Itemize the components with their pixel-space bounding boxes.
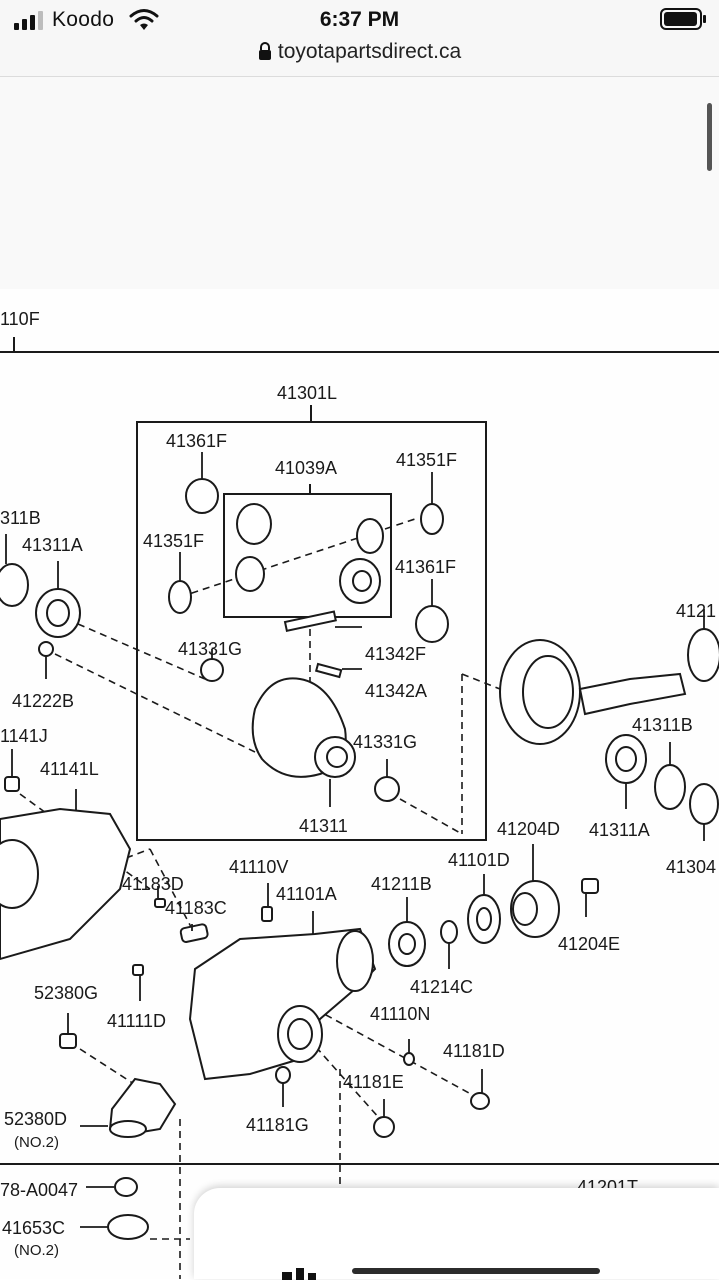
label-41331G-right: 41331G: [353, 732, 417, 752]
label-78-A0047: 78-A0047: [0, 1180, 78, 1200]
label-4121: 4121: [676, 601, 716, 621]
label-41101D: 41101D: [448, 850, 510, 870]
label-41101A: 41101A: [276, 884, 337, 904]
battery-icon: [660, 8, 706, 30]
scrollbar[interactable]: [707, 103, 712, 171]
label-311B: 311B: [0, 508, 41, 528]
parts-diagram: 110F 41301L 41361F 41039A 41351F 311B 41…: [0, 289, 719, 1279]
label-41039A: 41039A: [275, 458, 337, 478]
home-indicator[interactable]: [352, 1268, 600, 1274]
label-41110V: 41110V: [229, 857, 288, 877]
label-41361F-top: 41361F: [166, 431, 227, 451]
label-41183C: 41183C: [165, 898, 227, 918]
label-41351F-top: 41351F: [396, 450, 457, 470]
label-41110N: 41110N: [370, 1004, 430, 1024]
url-text: toyotapartsdirect.ca: [277, 40, 462, 63]
label-41304: 41304: [666, 857, 716, 877]
label-41653C: 41653C: [2, 1218, 65, 1238]
label-52380D-no2: (NO.2): [14, 1134, 59, 1151]
bottom-sheet[interactable]: [194, 1188, 719, 1279]
label-41211B: 41211B: [371, 874, 432, 894]
label-41351F-left: 41351F: [143, 531, 204, 551]
page-blank-area: [0, 77, 719, 289]
parts-diagram-drawing: 110F 41301L 41361F 41039A 41351F 311B 41…: [0, 309, 719, 1279]
label-41204E: 41204E: [558, 934, 620, 954]
carrier-name: Koodo: [52, 8, 115, 31]
label-41222B: 41222B: [12, 691, 74, 711]
status-bar: Koodo 6:37 PM toyotapartsdirect.ca: [0, 0, 719, 77]
label-110F: 110F: [0, 309, 40, 329]
label-41181D: 41181D: [443, 1041, 505, 1061]
label-41181E: 41181E: [343, 1072, 404, 1092]
label-41361F-right: 41361F: [395, 557, 456, 577]
label-41342F: 41342F: [365, 644, 426, 664]
label-41141L: 41141L: [40, 759, 99, 779]
label-41111D: 41111D: [107, 1011, 166, 1031]
label-52380G: 52380G: [34, 983, 98, 1003]
label-41214C: 41214C: [410, 977, 473, 997]
label-41311B-right: 41311B: [632, 715, 693, 735]
address-bar[interactable]: toyotapartsdirect.ca: [0, 40, 719, 64]
label-41331G-left: 41331G: [178, 639, 242, 659]
label-41342A: 41342A: [365, 681, 427, 701]
label-41311: 41311: [299, 816, 348, 836]
label-41653C-no2: (NO.2): [14, 1242, 59, 1259]
label-41204D: 41204D: [497, 819, 560, 839]
label-1141J: 1141J: [0, 726, 48, 746]
label-52380D: 52380D: [4, 1109, 67, 1129]
partial-heading-glyph: [282, 1268, 316, 1280]
wifi-icon: [129, 9, 159, 30]
label-41311A-right: 41311A: [589, 820, 650, 840]
label-41311A-left: 41311A: [22, 535, 83, 555]
lock-icon: [258, 42, 271, 60]
signal-icon: [14, 11, 43, 30]
label-41301L: 41301L: [277, 383, 337, 403]
label-41183D: 41183D: [122, 874, 184, 894]
label-41181G: 41181G: [246, 1115, 309, 1135]
clock: 6:37 PM: [319, 8, 400, 31]
